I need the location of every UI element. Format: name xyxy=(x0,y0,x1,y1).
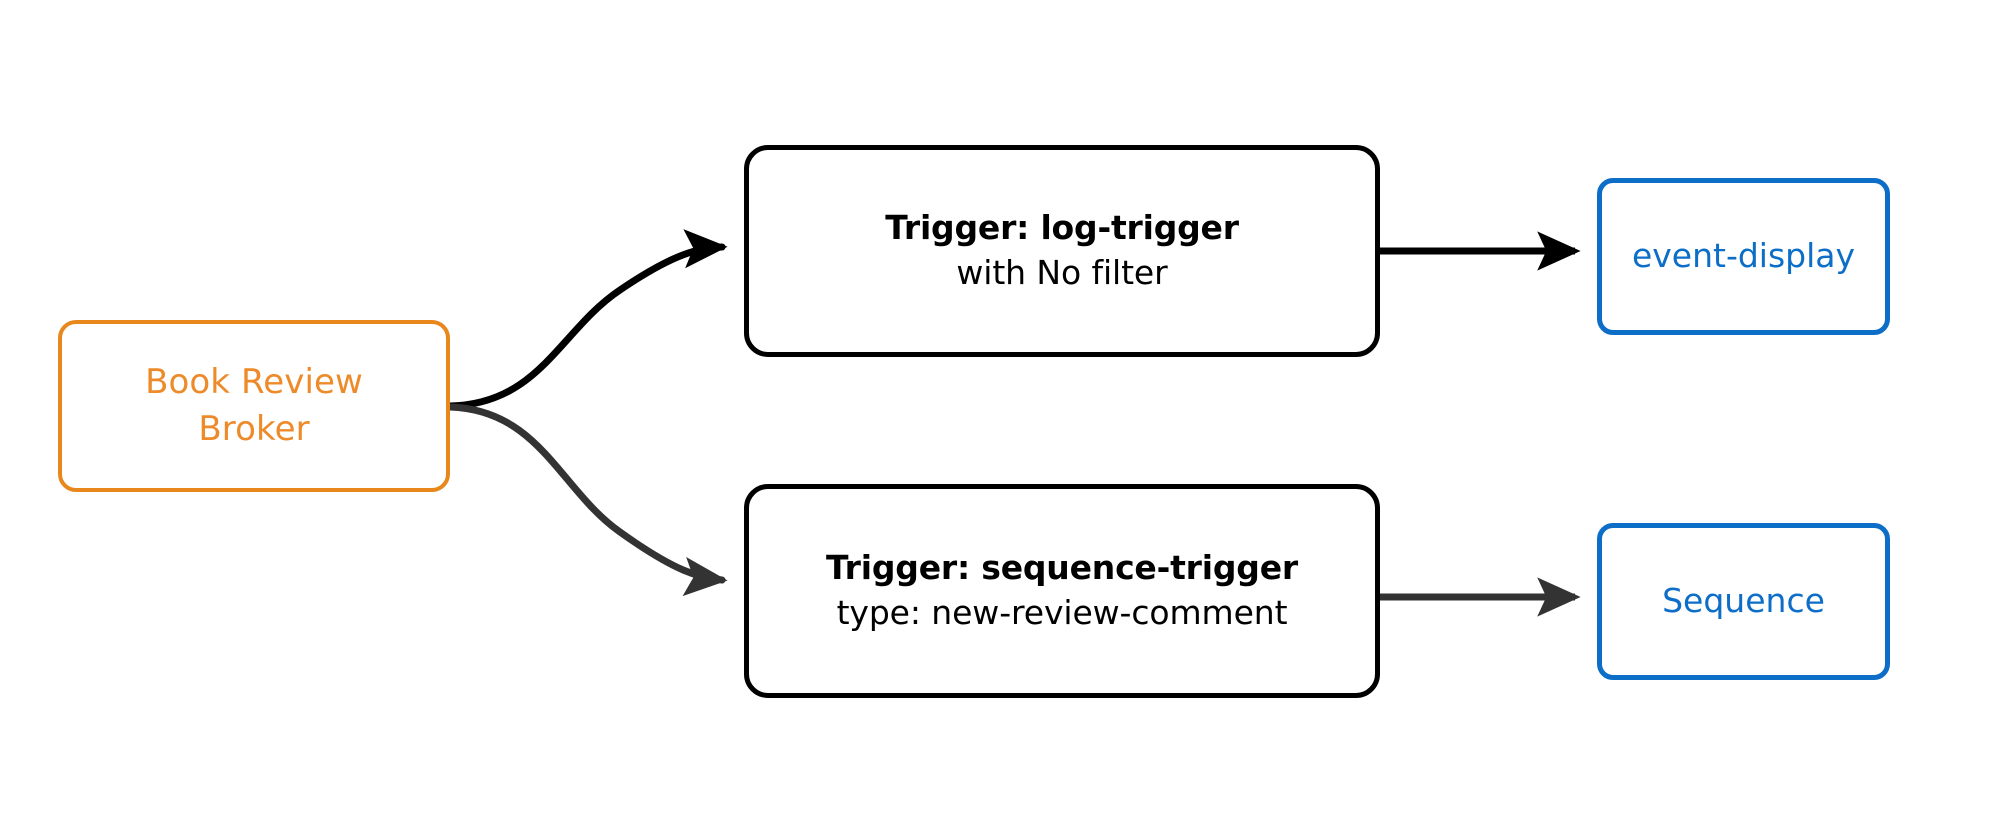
broker-label-line-2: Broker xyxy=(198,409,310,449)
event-display-label: event-display xyxy=(1631,236,1856,276)
node-sequence[interactable]: Sequence xyxy=(1597,523,1890,680)
node-trigger-log-trigger[interactable]: Trigger: log-trigger with No filter xyxy=(744,145,1380,357)
trigger-sequence-title: Trigger: sequence-trigger xyxy=(826,548,1298,588)
broker-label-line-1: Book Review xyxy=(145,362,363,403)
trigger-sequence-subtitle: type: new-review-comment xyxy=(836,593,1288,632)
node-book-review-broker[interactable]: Book Review Broker xyxy=(58,320,450,492)
node-event-display[interactable]: event-display xyxy=(1597,178,1890,335)
sequence-label: Sequence xyxy=(1662,581,1825,621)
edge-broker-to-log-trigger xyxy=(446,229,728,410)
edge-broker-to-sequence-trigger xyxy=(446,403,728,597)
node-trigger-sequence-trigger[interactable]: Trigger: sequence-trigger type: new-revi… xyxy=(744,484,1380,698)
trigger-log-subtitle: with No filter xyxy=(956,253,1168,292)
trigger-log-title: Trigger: log-trigger xyxy=(885,208,1239,248)
